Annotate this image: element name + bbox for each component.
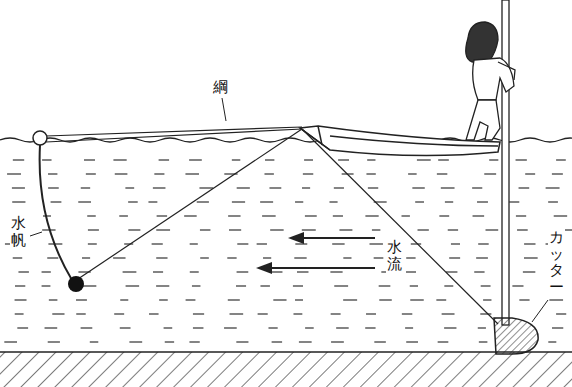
water-dashes — [4, 160, 572, 342]
flow-arrows — [256, 232, 375, 274]
leader-lines — [30, 98, 548, 322]
float — [33, 131, 47, 145]
cutter — [494, 318, 538, 354]
ropes — [40, 127, 498, 324]
boatman — [466, 22, 515, 140]
flow-label: 水流 — [386, 238, 403, 273]
pole — [502, 0, 509, 325]
sail-label: 水帆 — [10, 214, 27, 249]
river-bed — [0, 352, 572, 387]
rope-label: 綱 — [212, 78, 229, 97]
cutter-label: カッター — [548, 228, 565, 296]
sail-weight — [68, 276, 84, 292]
